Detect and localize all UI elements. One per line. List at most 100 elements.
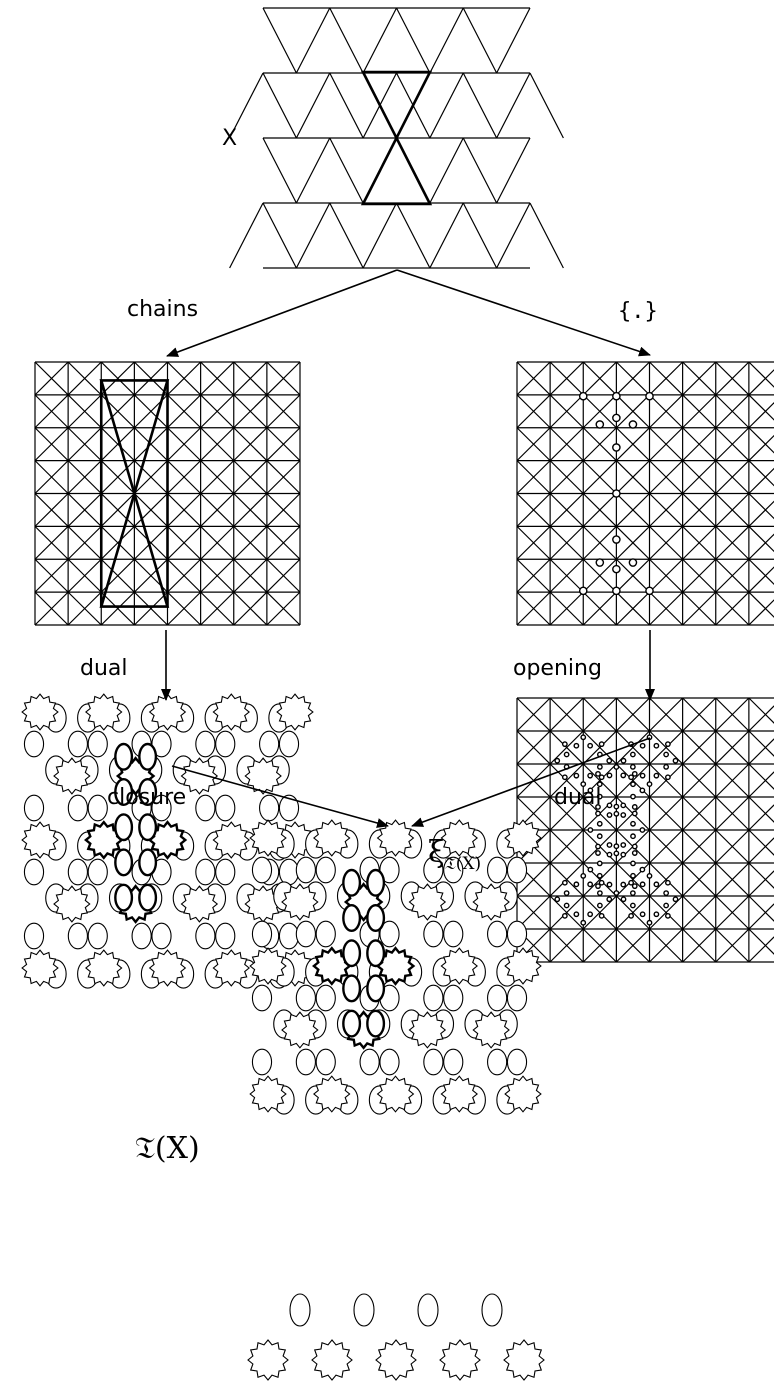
vertex-dot — [580, 873, 587, 879]
lobe-tile — [278, 922, 300, 950]
lattice-edge — [233, 558, 268, 593]
lattice-edge — [200, 394, 235, 429]
lattice-edge — [233, 558, 301, 626]
lattice-edge — [549, 427, 584, 462]
arrow-dual-right — [411, 737, 651, 827]
lattice-edge — [682, 427, 717, 462]
lattice-edge — [329, 202, 364, 269]
lattice-edge — [649, 829, 684, 864]
vertex-dot — [646, 873, 653, 879]
lattice-edge — [362, 7, 398, 74]
vertex-dot — [554, 757, 561, 764]
lattice-edge — [167, 460, 202, 494]
lobe-tile — [151, 794, 172, 822]
star-tile — [53, 757, 91, 795]
lattice-edge — [200, 427, 235, 462]
lattice-edge — [516, 394, 551, 429]
star-tile — [376, 1075, 415, 1113]
lobe-tile — [423, 920, 444, 948]
lattice-edge — [67, 525, 102, 560]
star-tile — [212, 821, 250, 859]
lattice-edge — [266, 427, 301, 462]
tiling-t-of-x — [247, 819, 545, 1381]
lattice-edge — [682, 394, 717, 429]
lattice-edge — [615, 928, 650, 963]
lattice-edge — [395, 202, 431, 269]
vertex-dot — [663, 763, 670, 770]
lobe-tile — [23, 730, 45, 758]
lattice-edge — [516, 591, 551, 626]
label-tx: 𝔗(X) — [135, 1131, 200, 1166]
vertex-dot — [628, 879, 635, 886]
lattice-edge — [295, 137, 331, 204]
lattice-edge — [748, 361, 774, 388]
lattice-edge — [582, 493, 617, 527]
vertex-dot — [613, 810, 620, 817]
lattice-edge — [233, 493, 268, 527]
lattice-edge — [615, 558, 650, 593]
star-tile — [249, 819, 287, 857]
triangular-lattice-x — [229, 7, 564, 269]
vertex-dot — [598, 774, 605, 781]
vertex-dot — [598, 912, 605, 919]
arrow-to-set — [396, 269, 651, 357]
vertex-dot — [612, 413, 621, 423]
lobe-tile — [151, 730, 172, 758]
lattice-edge — [133, 591, 168, 626]
lattice-edge — [748, 738, 774, 765]
lattice-edge — [516, 493, 551, 527]
vertex-dot — [646, 919, 653, 926]
lattice-edge — [715, 394, 750, 429]
vertex-dot — [563, 902, 570, 909]
lobe-tile — [353, 1293, 375, 1327]
lattice-edge — [748, 467, 774, 494]
lattice-edge — [229, 202, 264, 269]
vertex-dot — [596, 860, 603, 867]
lattice-edge — [34, 558, 69, 593]
lattice-edge — [329, 137, 364, 204]
lattice-edge — [200, 460, 235, 494]
vertex-dot — [587, 787, 594, 794]
vertex-dot — [639, 827, 646, 833]
lobe-tile — [23, 922, 45, 950]
lattice-edge — [262, 202, 297, 269]
star-tile — [85, 693, 123, 731]
star-tile — [439, 1339, 481, 1381]
lobe-tile — [278, 858, 300, 886]
lattice-edge — [529, 72, 564, 139]
lobe-tile — [359, 1048, 380, 1076]
star-tile — [375, 1339, 417, 1381]
lobe-tile — [23, 858, 45, 886]
lattice-edge — [233, 427, 301, 494]
star-tile — [148, 693, 187, 731]
lattice-edge — [167, 591, 202, 626]
vertex-dot — [598, 879, 605, 886]
lattice-edge — [262, 72, 297, 139]
lattice-edge — [715, 730, 750, 765]
lattice-edge — [34, 427, 102, 494]
lobe-tile — [342, 904, 362, 933]
vertex-dot — [563, 751, 570, 758]
lattice-edge — [266, 460, 301, 494]
lattice-edge — [715, 525, 750, 560]
lattice-edge — [748, 870, 774, 897]
lattice-edge — [682, 796, 717, 831]
vertex-dot — [613, 850, 620, 857]
lattice-edge — [34, 394, 69, 429]
lattice-edge — [715, 771, 774, 831]
lattice-edge — [649, 493, 717, 560]
lobe-tile — [251, 1048, 273, 1076]
lattice-edge — [167, 361, 235, 429]
vertex-dot — [596, 793, 603, 800]
lobe-tile — [366, 974, 386, 1003]
star-tile — [85, 949, 123, 987]
lobe-tile — [87, 858, 108, 886]
vertex-dot — [620, 812, 627, 818]
star-tile — [180, 757, 219, 795]
lattice-edge — [462, 7, 498, 74]
lobe-tile — [443, 1048, 464, 1076]
vertex-dot — [628, 774, 635, 781]
lattice-edge — [462, 202, 498, 269]
lattice-edge — [582, 460, 617, 494]
lattice-edge — [715, 460, 750, 494]
